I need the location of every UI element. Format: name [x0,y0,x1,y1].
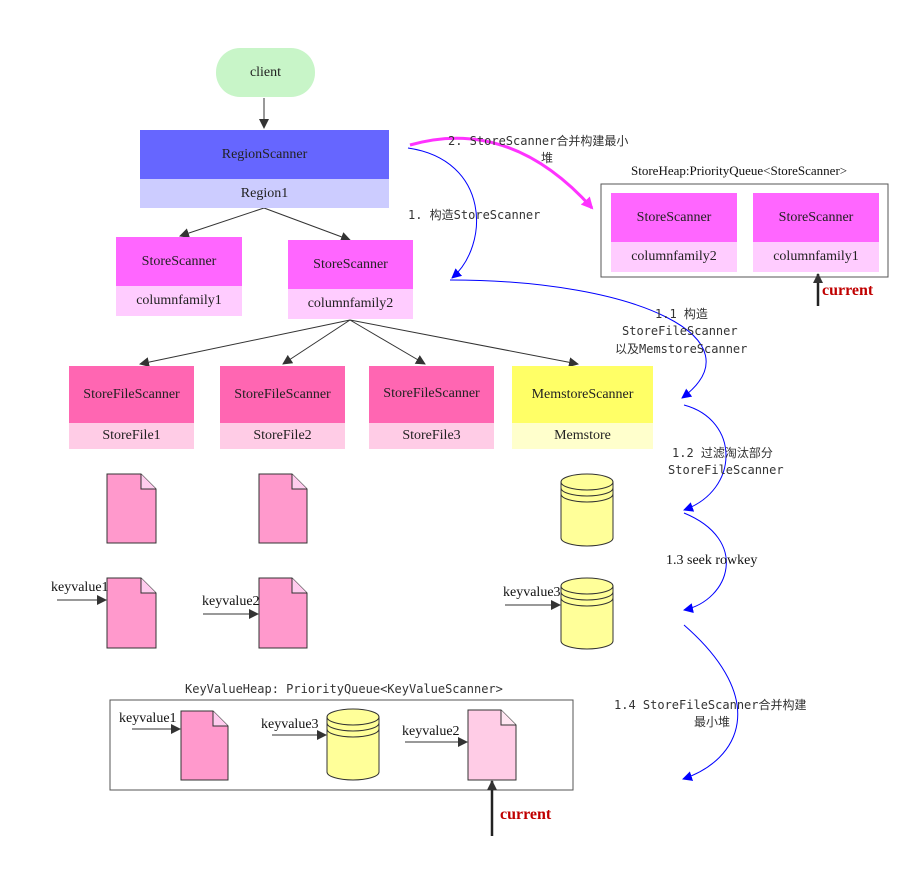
arrow-step-1-3 [683,512,727,613]
step-1-3-label: 1.3 seek rowkey [666,553,758,568]
memstore-scanner-header: MemstoreScanner [512,366,653,423]
database-icon [560,577,614,650]
arrow-step-2 [409,136,594,210]
step-1-4-label-line2: 最小堆 [694,715,731,729]
step-1-1-label-line3: 以及MemstoreScanner [615,342,748,356]
store-scanner-cf2-sub: columnfamily2 [288,289,413,319]
kv-heap-title: KeyValueHeap: PriorityQueue<KeyValueScan… [185,682,503,696]
kv-heap-keyvalue3-label: keyvalue3 [261,717,319,732]
keyvalue3-label: keyvalue3 [503,585,561,600]
arrow-step-1-2 [683,404,727,512]
store-heap-title: StoreHeap:PriorityQueue<StoreScanner> [631,163,848,178]
edge-cf2-mem [349,319,579,368]
edge-region-cf2 [263,207,351,242]
store-scanner-cf1-sub: columnfamily1 [116,286,242,316]
storefile-scanner-3-header: StoreFileScanner [369,366,494,423]
region-scanner-header: RegionScanner [140,130,389,179]
keyvalue1-label: keyvalue1 [51,580,109,595]
region-scanner-sub: Region1 [140,179,389,208]
store-heap-item-1-header: StoreScanner [611,193,737,242]
arrow-step-1-4 [682,624,739,781]
store-heap-item-2-header: StoreScanner [753,193,879,242]
kv-heap-current-label: current [500,806,552,823]
database-icon [560,473,614,547]
memstore-scanner-sub: Memstore [512,423,653,449]
file-icon [258,473,308,544]
file-icon [467,709,517,781]
file-icon [106,577,157,649]
step-1-2-label-line1: 1.2 过滤淘汰部分 [672,446,773,460]
storefile-scanner-2-header: StoreFileScanner [220,366,345,423]
store-scanner-cf2-header: StoreScanner [288,240,413,289]
kv-heap-frame [109,699,574,791]
edge-cf2-sf3 [349,319,426,365]
storefile-scanner-1-sub: StoreFile1 [69,423,194,449]
step-1-1-label-line1: 1.1 构造 [655,307,708,321]
storefile-scanner-3-sub: StoreFile3 [369,423,494,449]
store-heap-item-1-sub: columnfamily2 [611,242,737,272]
database-icon [326,708,380,781]
file-icon [106,473,157,544]
step-1-label: 1. 构造StoreScanner [408,208,541,222]
step-2-label-line2: 堆 [541,151,554,165]
storefile-scanner-1-header: StoreFileScanner [69,366,194,423]
file-icon [180,710,229,781]
arrow-step-1 [407,147,478,279]
store-heap-current-label: current [822,282,874,299]
step-1-4-label-line1: 1.4 StoreFileScanner合并构建 [614,698,807,712]
file-icon [258,577,308,649]
step-1-2-label-line2: StoreFileScanner [668,463,784,477]
store-heap-frame [600,183,889,278]
edge-cf2-sf1 [139,319,351,368]
kv-heap-keyvalue1-label: keyvalue1 [119,711,177,726]
keyvalue2-label: keyvalue2 [202,594,260,609]
kv-heap-keyvalue2-label: keyvalue2 [402,724,460,739]
store-heap-item-2-sub: columnfamily1 [753,242,879,272]
storefile-scanner-2-sub: StoreFile2 [220,423,345,449]
edge-region-cf1 [179,207,265,238]
step-1-1-label-line2: StoreFileScanner [622,324,738,338]
edge-cf2-sf2 [282,319,351,365]
client-node: client [216,48,315,97]
step-2-label-line1: 2. StoreScanner合并构建最小 [448,134,629,148]
arrow-step-1-1 [449,279,707,399]
store-scanner-cf1-header: StoreScanner [116,237,242,286]
